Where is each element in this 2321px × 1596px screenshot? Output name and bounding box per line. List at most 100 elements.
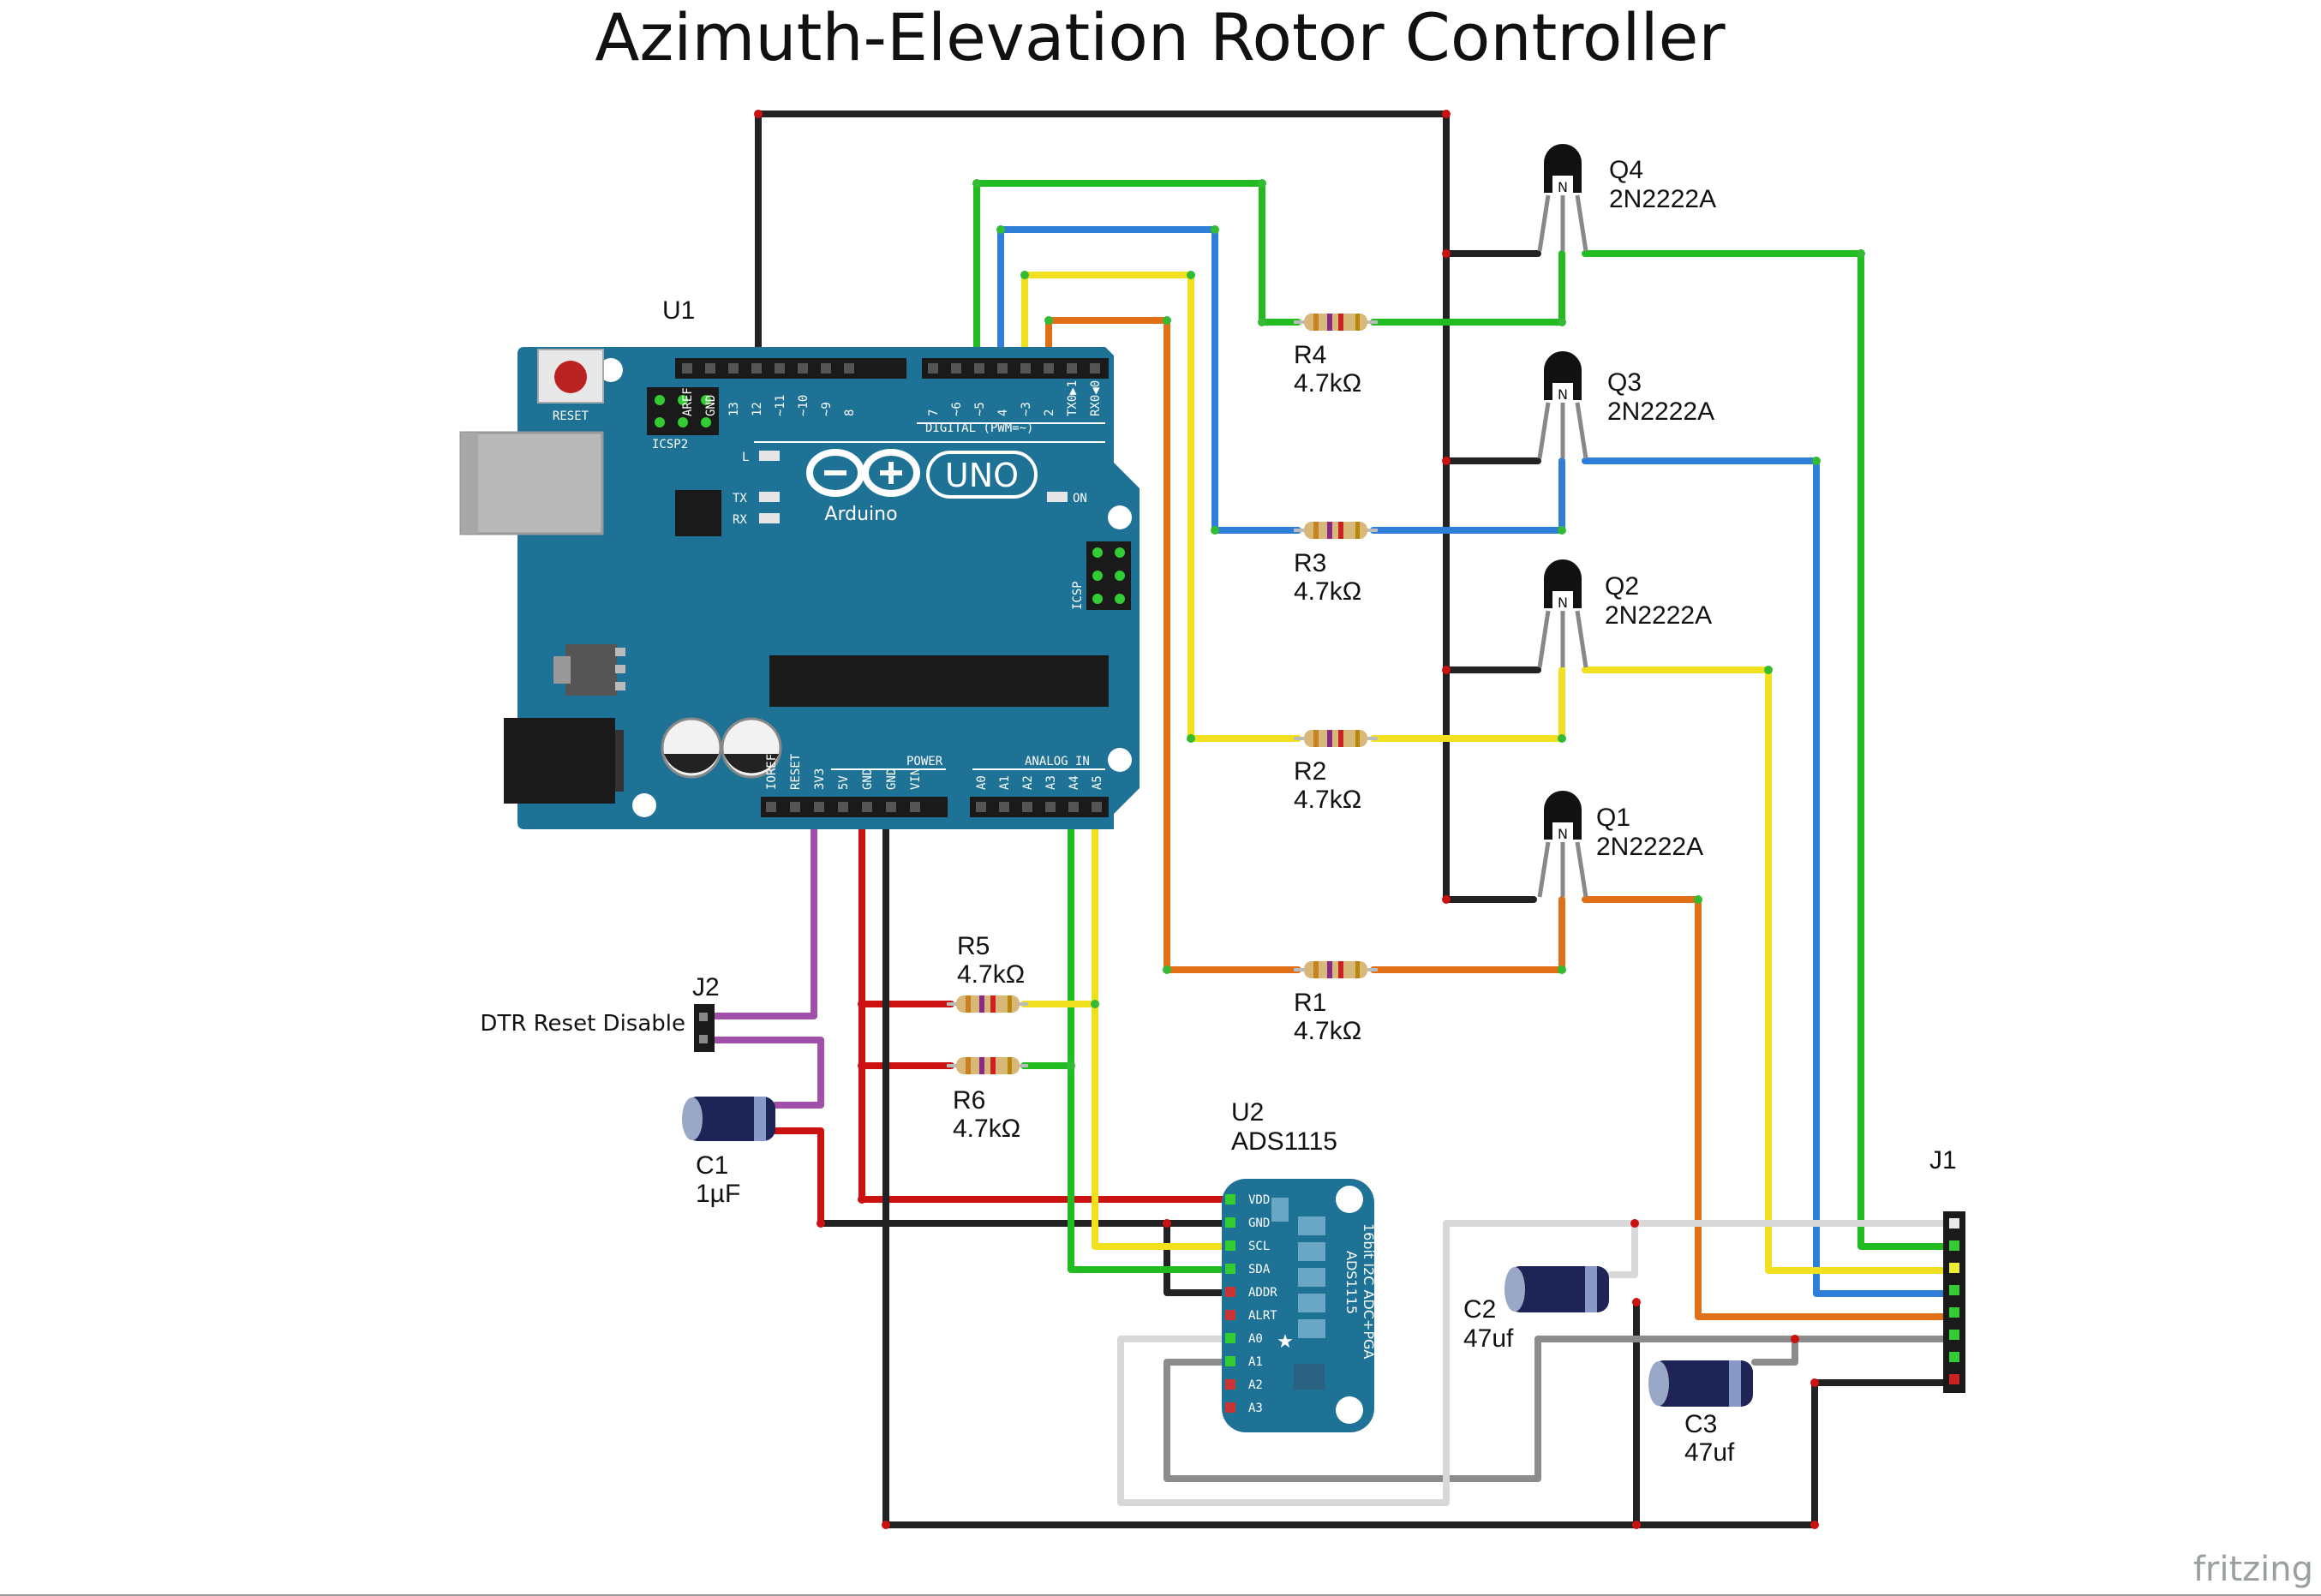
icsp-header (1086, 541, 1131, 610)
capacitor-c2[interactable] (1504, 1266, 1609, 1312)
r4-ref: R4 (1294, 341, 1326, 369)
c1-value: 1µF (696, 1180, 740, 1208)
icsp-label: ICSP (1071, 581, 1085, 610)
pin-label-top: ~9 (820, 402, 834, 416)
arduino-pcb (517, 347, 1140, 829)
led-rx-label: RX (733, 513, 747, 527)
ads-pin-label: A2 (1248, 1378, 1263, 1392)
u2-part: ADS1115 (1231, 1127, 1337, 1156)
ads-pin-label: ADDR (1248, 1286, 1277, 1300)
pin-label-top: ~5 (973, 402, 987, 416)
q4-ref: Q4 (1609, 156, 1643, 184)
main-mcu (769, 655, 1109, 707)
pin-label-power: 3V3 (813, 768, 827, 790)
resistor-r2[interactable] (1294, 730, 1378, 747)
led-rx (759, 513, 780, 523)
r6-ref: R6 (953, 1086, 985, 1115)
wire-green-q4-j1 (1582, 250, 1953, 1250)
r3-value: 4.7kΩ (1294, 577, 1361, 606)
pin-label-top: ~11 (774, 395, 787, 416)
q4-part: 2N2222A (1609, 185, 1716, 213)
resistor-r6[interactable] (947, 1057, 1028, 1074)
resistor-r3[interactable] (1294, 522, 1378, 539)
pin-label-analog: A0 (975, 775, 989, 790)
c2-value: 47uf (1463, 1324, 1514, 1353)
r1-value: 4.7kΩ (1294, 1017, 1361, 1045)
dc-jack (504, 718, 615, 804)
transistor-q1[interactable] (1537, 791, 1588, 898)
capacitor-c3[interactable] (1648, 1360, 1753, 1407)
resistor-r4[interactable] (1294, 314, 1378, 331)
transistor-q3[interactable] (1537, 351, 1588, 459)
c2-ref: C2 (1463, 1295, 1496, 1324)
led-tx-label: TX (733, 492, 747, 505)
wire-white-a0 (1117, 1220, 1953, 1506)
q2-ref: Q2 (1605, 572, 1639, 601)
connector-j1[interactable] (1943, 1211, 1965, 1393)
q1-badge: N (1558, 826, 1568, 842)
capacitor-c1[interactable] (682, 1097, 775, 1141)
pin-label-top: ~6 (950, 402, 964, 416)
ads1115-board[interactable]: ★ (1222, 1179, 1374, 1432)
resistor-r1[interactable] (1294, 961, 1378, 978)
wire-green-sda (1068, 804, 1230, 1273)
pin-label-top: 12 (751, 402, 764, 416)
jumper-j2[interactable] (694, 1004, 715, 1052)
wire-blue-q3-j1 (1582, 457, 1953, 1297)
arduino-brand: Arduino (824, 504, 897, 525)
q3-part: 2N2222A (1607, 398, 1714, 426)
wire-green-r4-q4 (1370, 250, 1565, 326)
wire-yellow-scl (1092, 804, 1230, 1250)
wire-yellow-q2-j1 (1582, 666, 1953, 1274)
resistor-r5[interactable] (947, 995, 1028, 1013)
ads-pin-label: A1 (1248, 1355, 1263, 1369)
r2-ref: R2 (1294, 757, 1326, 786)
wire-yellow-r2-q2 (1370, 666, 1565, 742)
wire-red-c1 (772, 1127, 824, 1227)
q1-part: 2N2222A (1596, 833, 1703, 861)
arduino-logo (806, 449, 1038, 499)
pin-label-top: 2 (1043, 409, 1056, 416)
icsp2-header (647, 387, 719, 435)
j2-label: DTR Reset Disable (480, 1011, 685, 1037)
ads-pin-label: SCL (1248, 1240, 1270, 1253)
usb-chip (675, 490, 721, 536)
wire-black-gnd-loop (882, 804, 1880, 1528)
transistor-q4[interactable] (1537, 144, 1588, 252)
reset-label: RESET (553, 409, 589, 423)
reset-button[interactable] (537, 349, 604, 403)
page-title: Azimuth-Elevation Rotor Controller (595, 0, 1726, 75)
ads-star: ★ (1277, 1331, 1294, 1353)
header-digital-right (922, 358, 1109, 379)
wire-black-addr (1163, 1220, 1230, 1296)
ads-pin-label: SDA (1248, 1263, 1271, 1276)
pin-label-analog: A2 (1021, 775, 1035, 790)
pin-label-top: ~10 (797, 395, 811, 416)
pin-label-power: GND (861, 768, 875, 790)
r3-ref: R3 (1294, 549, 1326, 577)
pin-label-top: AREF (681, 387, 695, 416)
pin-label-analog: A5 (1091, 775, 1104, 790)
wire-blue-r3-q3 (1370, 457, 1565, 534)
wire-purple-reset (708, 804, 817, 1019)
r1-ref: R1 (1294, 989, 1326, 1017)
pin-label-top: 13 (727, 402, 741, 416)
led-on (1047, 492, 1068, 502)
led-l (759, 451, 780, 461)
q4-badge: N (1558, 179, 1568, 195)
q2-part: 2N2222A (1605, 601, 1712, 630)
on-label: ON (1073, 492, 1087, 505)
j1-ref: J1 (1929, 1146, 1957, 1175)
q1-ref: Q1 (1596, 804, 1630, 832)
capacitor-electrolytic-left (661, 717, 722, 779)
c3-value: 47uf (1684, 1438, 1735, 1467)
ads-pin-label: ALRT (1248, 1309, 1277, 1323)
pin-label-top: 7 (927, 409, 941, 416)
q2-badge: N (1558, 595, 1568, 611)
analog-label: ANALOG IN (1025, 755, 1090, 768)
led-l-label: L (742, 451, 749, 464)
transistor-q2[interactable] (1537, 559, 1588, 668)
wire-orange-q1-j1 (1582, 896, 1953, 1320)
pin-label-power: GND (885, 768, 899, 790)
